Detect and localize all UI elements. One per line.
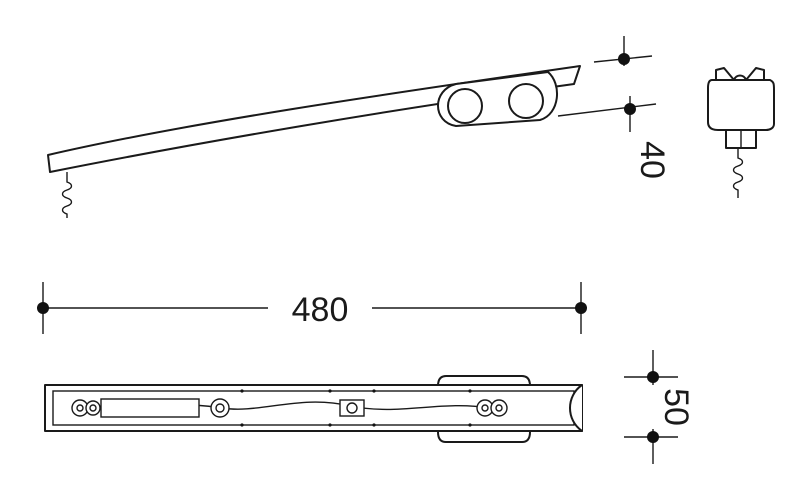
top-view-bolt-3-core <box>215 403 225 413</box>
top-view-label-plate <box>100 398 200 418</box>
top-view-bolt-2-core <box>89 404 97 412</box>
top-view-bolt-1-core <box>76 404 84 412</box>
top-view-bolt-2 <box>85 400 101 416</box>
end-view-spring <box>732 148 744 198</box>
height-dimension: 40 <box>557 36 671 179</box>
mount-bolt-left <box>447 88 483 124</box>
height-dot-top <box>618 53 630 65</box>
height-extension-bottom <box>557 103 657 117</box>
height-label: 40 <box>633 141 671 179</box>
top-view-bolt-5-core <box>495 404 503 412</box>
top-view-bolt-3 <box>210 398 230 418</box>
top-view <box>44 375 583 443</box>
top-view-bolt-4-core <box>481 404 489 412</box>
length-dot-left <box>37 302 49 314</box>
width-dot-bottom <box>647 431 659 443</box>
side-view-spring <box>61 172 73 218</box>
top-view-end-cap <box>569 384 583 432</box>
length-dot-right <box>575 302 587 314</box>
length-dimension: 480 <box>37 282 587 334</box>
top-view-bolt-5 <box>490 399 508 417</box>
height-dot-bottom <box>624 103 636 115</box>
top-view-rivets <box>240 389 472 427</box>
top-view-bracket-bolt <box>346 402 358 414</box>
length-label: 480 <box>292 291 349 329</box>
end-view <box>707 67 775 198</box>
mount-bolt-right <box>508 83 544 119</box>
width-label: 50 <box>657 388 695 426</box>
top-view-bracket <box>339 399 365 417</box>
width-dimension: 50 <box>624 350 695 464</box>
width-dot-top <box>647 371 659 383</box>
end-view-body <box>707 79 775 131</box>
end-view-top-cap <box>715 67 765 81</box>
side-view <box>47 65 581 218</box>
